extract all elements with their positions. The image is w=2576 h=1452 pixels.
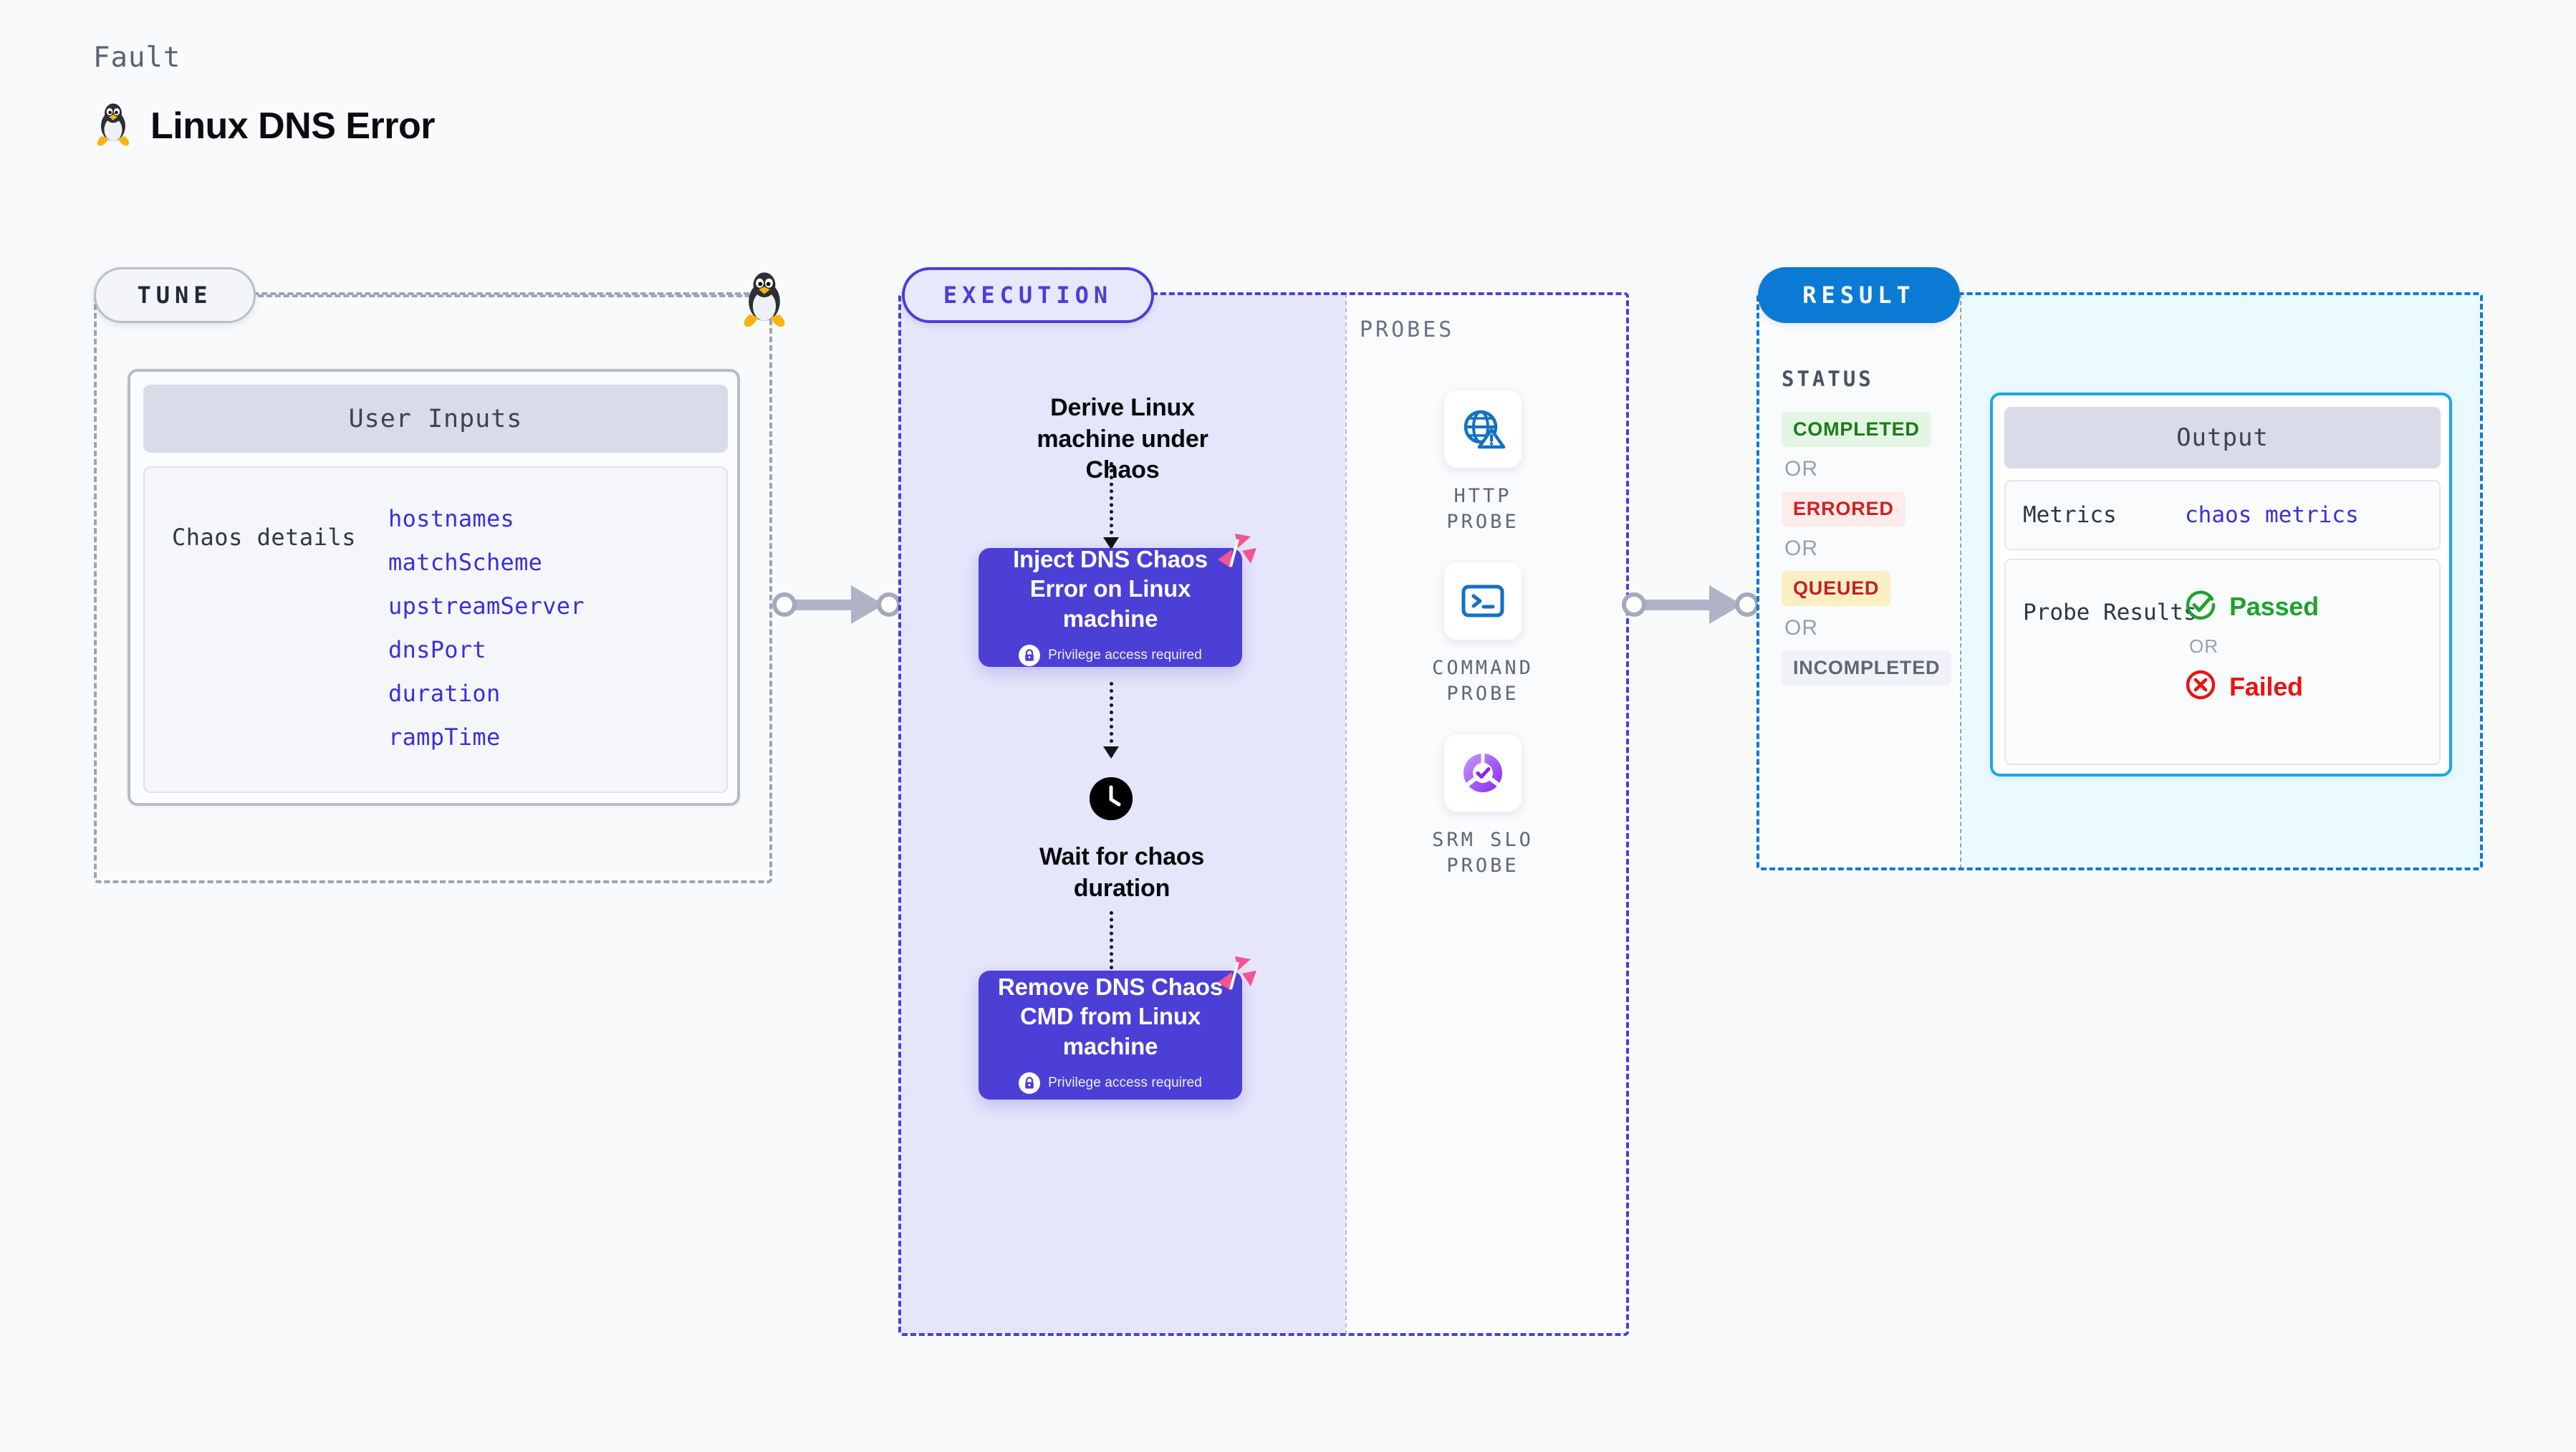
chaos-details-panel: Chaos details hostnames matchScheme upst… (143, 466, 728, 793)
result-stage-pill[interactable]: RESULT (1758, 267, 1960, 323)
status-or-1: OR (1784, 457, 1818, 481)
check-circle-icon (2185, 589, 2216, 624)
task-remove-title: Remove DNS Chaos CMD from Linux machine (997, 973, 1224, 1059)
status-badge-queued: QUEUED (1782, 571, 1891, 606)
probe-results-row: Probe Results Passed OR (2004, 559, 2441, 765)
probes-divider (1345, 294, 1347, 1335)
probe-results-key-label: Probe Results (2023, 600, 2197, 625)
task-remove-privilege-note: Privilege access required (1048, 1075, 1202, 1091)
chaos-param-ramptime[interactable]: rampTime (388, 723, 501, 751)
page-title: Linux DNS Error (150, 105, 436, 147)
user-inputs-card: User Inputs Chaos details hostnames matc… (128, 369, 740, 806)
probe-result-failed: Failed (2185, 669, 2319, 704)
linux-penguin-icon-badge (739, 269, 790, 329)
lock-icon (1019, 1072, 1041, 1095)
probe-result-passed: Passed (2185, 589, 2319, 624)
litmus-chaos-badge-icon (1213, 532, 1259, 574)
linux-penguin-icon (93, 101, 133, 150)
task-inject-privilege-note: Privilege access required (1048, 648, 1202, 663)
connector-dot-start (772, 592, 797, 617)
x-circle-icon (2185, 669, 2216, 704)
chaos-parameter-list: hostnames matchScheme upstreamServer dns… (388, 505, 585, 751)
terminal-icon (1444, 562, 1522, 640)
execution-stage-container (898, 292, 1629, 1336)
status-or-3: OR (1784, 616, 1818, 640)
probe-item-srm-slo[interactable]: SRM SLO PROBE (1411, 734, 1554, 880)
fault-eyebrow-label: Fault (93, 42, 181, 74)
result-stage-container (1756, 292, 2483, 870)
status-or-2: OR (1784, 537, 1818, 560)
probe-item-command[interactable]: COMMAND PROBE (1411, 562, 1554, 708)
probe-result-failed-label: Failed (2229, 671, 2303, 701)
status-badge-errored: ERRORED (1782, 491, 1905, 527)
chaos-param-matchscheme[interactable]: matchScheme (388, 549, 543, 576)
status-chip-list: COMPLETED OR ERRORED OR QUEUED OR INCOMP… (1782, 412, 1952, 686)
output-card: Output Metrics chaos metrics Probe Resul… (1990, 393, 2452, 777)
chaos-details-label: Chaos details (172, 524, 356, 551)
srm-slo-check-icon (1444, 734, 1522, 812)
status-badge-completed: COMPLETED (1782, 412, 1931, 447)
connector-tune-to-execution (772, 585, 901, 624)
probe-label-command: COMMAND PROBE (1432, 657, 1534, 706)
tune-stage-container (94, 292, 772, 883)
arrow-inject-to-wait (1103, 682, 1119, 759)
tune-stage-pill[interactable]: TUNE (94, 267, 256, 323)
tune-dashed-connector (258, 294, 759, 297)
arrow-derive-to-inject (1103, 462, 1119, 549)
globe-warning-icon (1444, 390, 1522, 468)
connector-dot-end (1735, 592, 1759, 617)
probe-item-http[interactable]: HTTP PROBE (1411, 390, 1554, 536)
metrics-row: Metrics chaos metrics (2004, 480, 2441, 550)
execution-step-wait-label: Wait for chaos duration (1039, 843, 1205, 902)
chaos-param-dnsport[interactable]: dnsPort (388, 636, 486, 663)
task-card-remove-dns-chaos[interactable]: Remove DNS Chaos CMD from Linux machine … (979, 956, 1256, 1100)
user-inputs-title: User Inputs (143, 385, 728, 453)
connector-dot-end (877, 592, 901, 617)
probe-result-or: OR (2189, 635, 2219, 657)
litmus-chaos-badge-icon (1213, 955, 1259, 996)
status-badge-incompleted: INCOMPLETED (1782, 650, 1952, 686)
metrics-key-label: Metrics (2023, 502, 2117, 528)
clock-icon (1090, 777, 1133, 820)
probe-label-http: HTTP PROBE (1446, 485, 1519, 534)
task-inject-title: Inject DNS Chaos Error on Linux machine (1013, 545, 1208, 632)
chaos-param-hostnames[interactable]: hostnames (388, 505, 515, 532)
execution-stage-pill[interactable]: EXECUTION (902, 267, 1154, 323)
task-card-inject-dns-chaos[interactable]: Inject DNS Chaos Error on Linux machine … (979, 534, 1256, 667)
fault-title-row: Linux DNS Error (93, 101, 436, 150)
status-section-label: STATUS (1782, 367, 1874, 391)
chaos-param-duration[interactable]: duration (388, 680, 501, 707)
result-divider (1960, 294, 1961, 869)
output-title: Output (2004, 407, 2441, 468)
lock-icon (1019, 645, 1041, 667)
probes-section-label: PROBES (1360, 317, 1455, 342)
chaos-param-upstreamserver[interactable]: upstreamServer (388, 592, 585, 620)
connector-dot-start (1622, 592, 1646, 617)
probe-label-srm-slo: SRM SLO PROBE (1432, 829, 1534, 878)
task-inject-privilege-row: Privilege access required (1019, 645, 1202, 667)
execution-step-derive-label: Derive Linux machine under Chaos (1037, 394, 1208, 484)
probe-result-passed-label: Passed (2229, 591, 2319, 621)
probe-results-values: Passed OR Failed (2185, 589, 2319, 704)
metrics-value-link[interactable]: chaos metrics (2185, 502, 2359, 528)
task-remove-privilege-row: Privilege access required (1019, 1072, 1202, 1095)
page-header: Fault Linux DNS Error (93, 42, 436, 150)
connector-execution-to-result (1622, 585, 1765, 624)
